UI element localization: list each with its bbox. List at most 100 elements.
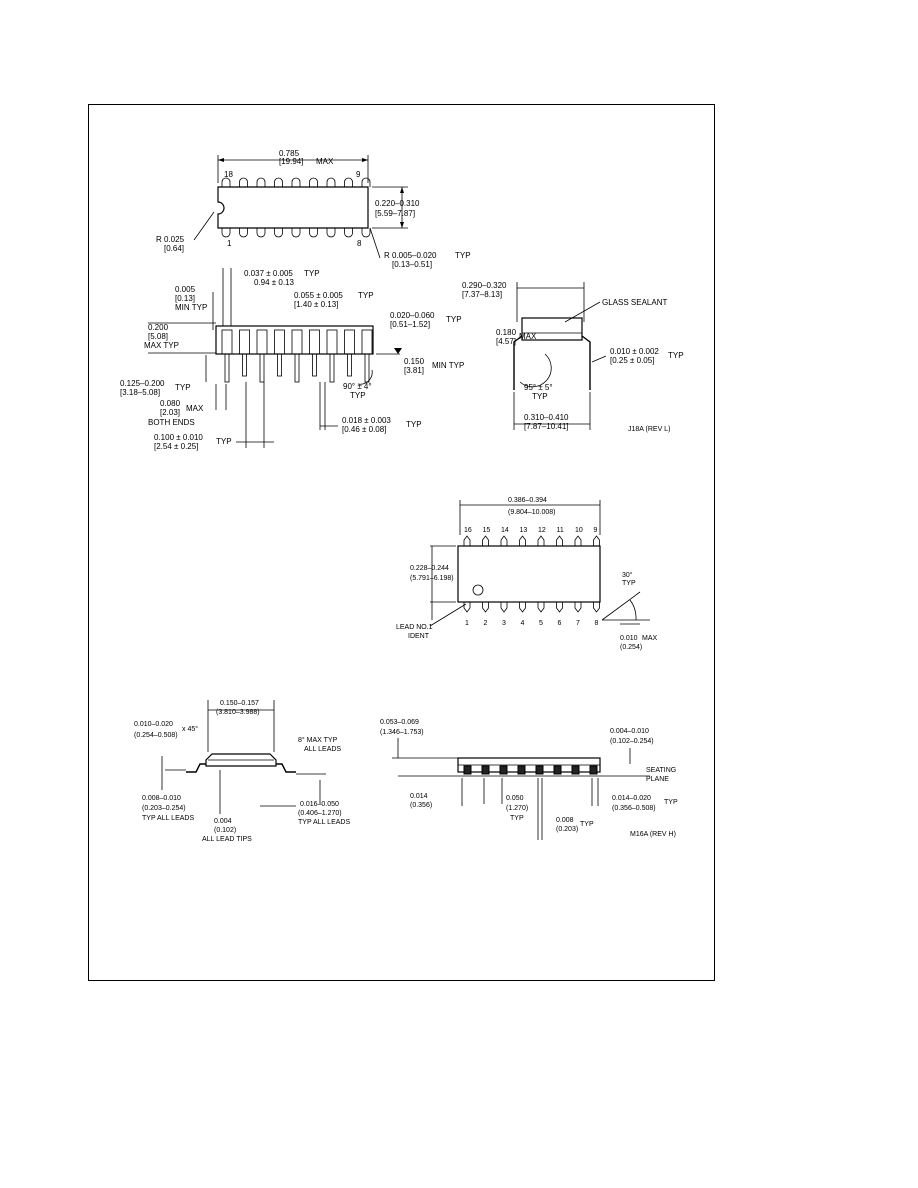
soic-top-pin	[463, 535, 471, 546]
side-shoulder: 0.055 ± 0.005	[294, 291, 343, 300]
front-standoff-mm: (0.102–0.254)	[610, 738, 654, 745]
dip-side-lead	[242, 353, 247, 377]
side-lead-t-suffix: TYP	[406, 420, 422, 429]
dip-bottom-pin	[344, 228, 353, 238]
soic-bottom-pin	[574, 602, 582, 613]
soic-foot-note: TYP ALL LEADS	[298, 819, 350, 826]
side-standoff-suffix: TYP	[446, 315, 462, 324]
soic-pin-label-bottom: 1	[465, 620, 469, 627]
soic-front-lead	[517, 765, 526, 775]
side-lead-t-mm: [0.46 ± 0.08]	[342, 425, 386, 434]
dip-end-view: 0.290–0.320 [7.37–8.13] GLASS SEALANT 0.…	[462, 281, 684, 433]
soic-coplan-note: ALL LEAD TIPS	[202, 836, 252, 843]
soic-length-mm: (9.804–10.008)	[508, 509, 555, 516]
dip-notch-r: R 0.025	[156, 235, 185, 244]
dip-package-code: J18A (REV L)	[628, 426, 670, 433]
side-lead-len: 0.125–0.200	[120, 379, 165, 388]
soic-pin-label-top: 14	[501, 527, 509, 534]
side-standoff-mm: [0.51–1.52]	[390, 320, 430, 329]
dip-side-lead	[329, 353, 335, 383]
end-angle: 95° ± 5°	[524, 383, 553, 392]
soic-pin-label-bottom: 5	[539, 620, 543, 627]
side-pitch-mm: [2.54 ± 0.25]	[154, 442, 198, 451]
end-thick: 0.010 ± 0.002	[610, 347, 659, 356]
dip-bottom-pin	[291, 228, 301, 238]
end-thick-mm: [0.25 ± 0.05]	[610, 356, 654, 365]
front-standoff: 0.004–0.010	[610, 728, 649, 735]
dip-corner-r-mm: [0.13–0.51]	[392, 260, 432, 269]
dip-top-pin	[326, 177, 336, 187]
soic-top-view: 0.386–0.394 (9.804–10.008) 0.228–0.244 (…	[396, 497, 658, 651]
soic-pin-label-bottom: 4	[521, 620, 525, 627]
soic-pin-label-bottom: 2	[484, 620, 488, 627]
dip-pin-8: 8	[357, 239, 362, 248]
side-lead-len-mm: [3.18–5.08]	[120, 388, 160, 397]
soic-pin-label-top: 13	[520, 527, 528, 534]
soic-pin-label-top: 15	[483, 527, 491, 534]
side-stub: 0.005	[175, 285, 196, 294]
front-height-mm: (1.346–1.753)	[380, 729, 424, 736]
dip-bottom-pin	[256, 228, 266, 238]
soic-length: 0.386–0.394	[508, 497, 547, 504]
soic-lead-ident: LEAD NO.1	[396, 624, 433, 631]
soic-width: 0.228–0.244	[410, 565, 449, 572]
soic-front-view: 0.053–0.069 (1.346–1.753) 0.004–0.010 (0…	[380, 719, 678, 840]
dip-pin-1: 1	[227, 239, 232, 248]
soic-lead-ident2: IDENT	[408, 633, 430, 640]
front-tip-mm: (0.356)	[410, 802, 432, 809]
side-end-mm: [2.03]	[160, 408, 180, 417]
front-lead-w-mm: (0.356–0.508)	[612, 805, 656, 812]
dip-side-lead	[277, 353, 282, 377]
side-pitch-suffix: TYP	[216, 437, 232, 446]
dip-top-pin	[256, 177, 266, 187]
side-body-h-mm: [5.08]	[148, 332, 168, 341]
soic-lead-t-note: TYP ALL LEADS	[142, 815, 194, 822]
side-lead-w: 0.037 ± 0.005	[244, 269, 293, 278]
soic-bottom-pin	[463, 602, 471, 613]
soic-chamfer-suffix: x 45°	[182, 725, 198, 733]
side-standoff: 0.020–0.060	[390, 311, 435, 320]
soic-front-lead	[463, 765, 472, 775]
end-outside: 0.310–0.410	[524, 413, 569, 422]
soic-width-mm: (5.791–6.198)	[410, 575, 454, 582]
dip-bottom-pin	[326, 228, 336, 238]
dip-corner-r: R 0.005–0.020	[384, 251, 437, 260]
soic-bottom-pin	[537, 602, 545, 613]
front-lead-w: 0.014–0.020	[612, 795, 651, 802]
soic-front-lead	[571, 765, 580, 775]
soic-lead-t-mm: (0.203–0.254)	[142, 805, 186, 812]
soic-body-w: 0.150–0.157	[220, 700, 259, 707]
soic-max-suffix: MAX	[642, 635, 658, 642]
soic-angle: 30°	[622, 571, 633, 579]
dip-length-mm: [19.94]	[279, 157, 303, 166]
dip-bottom-pin	[361, 228, 371, 238]
soic-max-angle2: ALL LEADS	[304, 746, 341, 753]
soic-top-pin	[556, 535, 563, 546]
side-seat-suffix: MIN TYP	[432, 361, 464, 370]
soic-front-lead	[535, 765, 544, 775]
front-gap-mm: (0.203)	[556, 826, 578, 833]
soic-top-pin	[574, 535, 582, 546]
front-pitch: 0.050	[506, 795, 524, 802]
end-height-suffix: MAX	[519, 332, 537, 341]
dip-length-suffix: MAX	[316, 157, 334, 166]
soic-bottom-pin	[593, 602, 600, 613]
dip-top-pin	[239, 177, 248, 187]
dip-top-pin	[309, 177, 318, 187]
side-lead-len-suffix: TYP	[175, 383, 191, 392]
side-shoulder-suffix: TYP	[358, 291, 374, 300]
dip-bottom-pin	[221, 228, 231, 238]
soic-pin-label-top: 12	[538, 527, 546, 534]
dip-width: 0.220–0.310	[375, 199, 420, 208]
soic-chamfer: 0.010–0.020	[134, 721, 173, 728]
dip-side-lead	[259, 353, 265, 383]
soic-pin-label-bottom: 3	[502, 620, 506, 627]
soic-bottom-pin	[519, 602, 526, 613]
soic-coplan-mm: (0.102)	[214, 827, 236, 834]
end-span-mm: [7.37–8.13]	[462, 290, 502, 299]
dip-pin-18: 18	[224, 170, 233, 179]
drawing-frame	[88, 104, 715, 981]
dip-top-pin	[274, 177, 283, 187]
soic-foot: 0.016–0.050	[300, 801, 339, 808]
